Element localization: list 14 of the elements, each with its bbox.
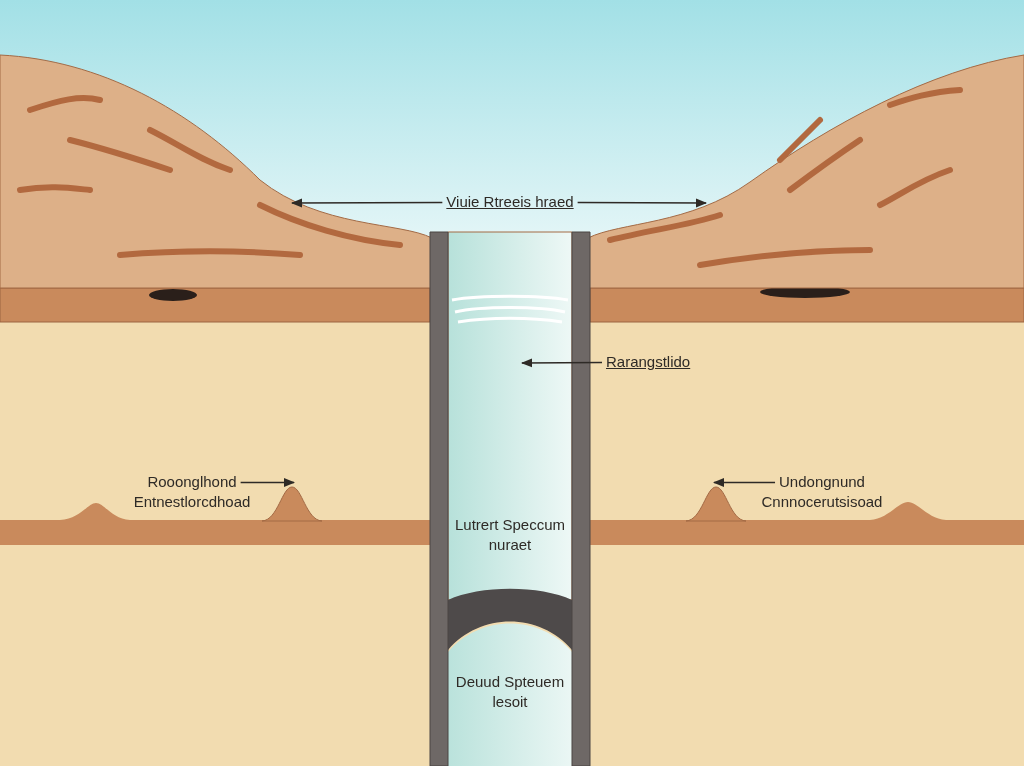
- leader-line: [290, 198, 444, 208]
- callout-label: Undongnund Cnnnocerutsisoad: [742, 472, 902, 512]
- water-column: [447, 231, 573, 601]
- callout-label: Rarangstlido: [606, 352, 716, 372]
- rock-peak: [685, 486, 747, 522]
- part-label: Lutrert Speccum nuraet: [453, 515, 566, 555]
- part-label: Deuud Spteuem lesoit: [454, 672, 566, 712]
- callout-label: Rooonglhond Entnestlorcdhoad: [112, 472, 272, 512]
- leader-line: [239, 478, 296, 487]
- callout-label: Viuie Rtreeis hraed: [432, 192, 588, 212]
- leader-line: [576, 198, 708, 208]
- leader-line: [520, 358, 603, 368]
- rock-peak: [261, 486, 323, 522]
- leader-line: [712, 478, 776, 487]
